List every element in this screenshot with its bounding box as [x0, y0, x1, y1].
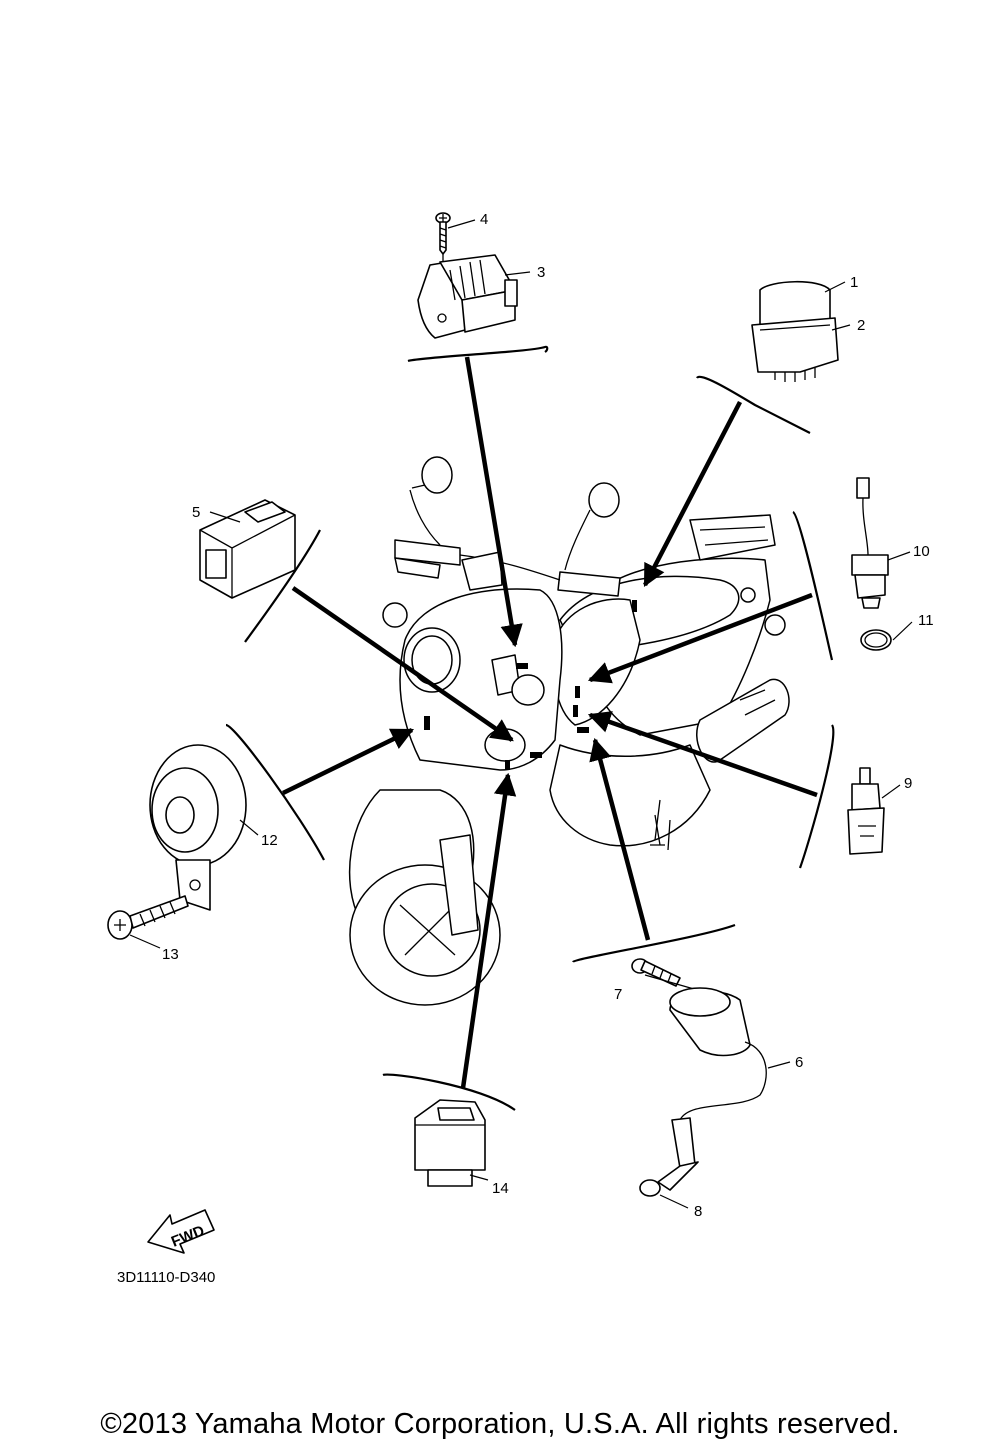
location-marks	[424, 600, 637, 770]
fwd-arrow: FWD	[147, 1209, 215, 1254]
callout-10: 10	[913, 543, 930, 560]
part-1-2-relay	[751, 280, 851, 382]
diagram-code: 3D11110-D340	[117, 1269, 216, 1286]
scooter-illustration	[348, 456, 790, 1006]
callout-2: 2	[857, 317, 865, 334]
part-10-11-sensor	[851, 477, 913, 651]
callout-5: 5	[192, 504, 200, 521]
part-5-connector	[199, 499, 296, 599]
part-6-8-ignition-coil	[639, 987, 791, 1209]
part-12-horn	[149, 744, 259, 911]
copyright-notice: ©2013 Yamaha Motor Corporation, U.S.A. A…	[100, 1408, 900, 1440]
callout-numbers: 1 2 3 4 5 6 7 8 9 10 11 12 13 14	[162, 211, 934, 1220]
callout-1: 1	[850, 274, 858, 291]
callout-7: 7	[614, 986, 622, 1003]
callout-14: 14	[492, 1180, 509, 1197]
callout-13: 13	[162, 946, 179, 963]
callout-9: 9	[904, 775, 912, 792]
part-9-switch	[847, 767, 901, 855]
part-7-bolt	[631, 958, 716, 996]
callout-11: 11	[918, 612, 934, 629]
callout-12: 12	[261, 832, 278, 849]
callout-6: 6	[795, 1054, 803, 1071]
part-13-bolt	[107, 895, 189, 949]
part-3-regulator	[417, 254, 531, 339]
callout-3: 3	[537, 264, 545, 281]
callout-lines	[225, 345, 835, 1111]
callout-8: 8	[694, 1203, 702, 1220]
callout-4: 4	[480, 211, 488, 228]
part-14-relay	[414, 1099, 489, 1187]
